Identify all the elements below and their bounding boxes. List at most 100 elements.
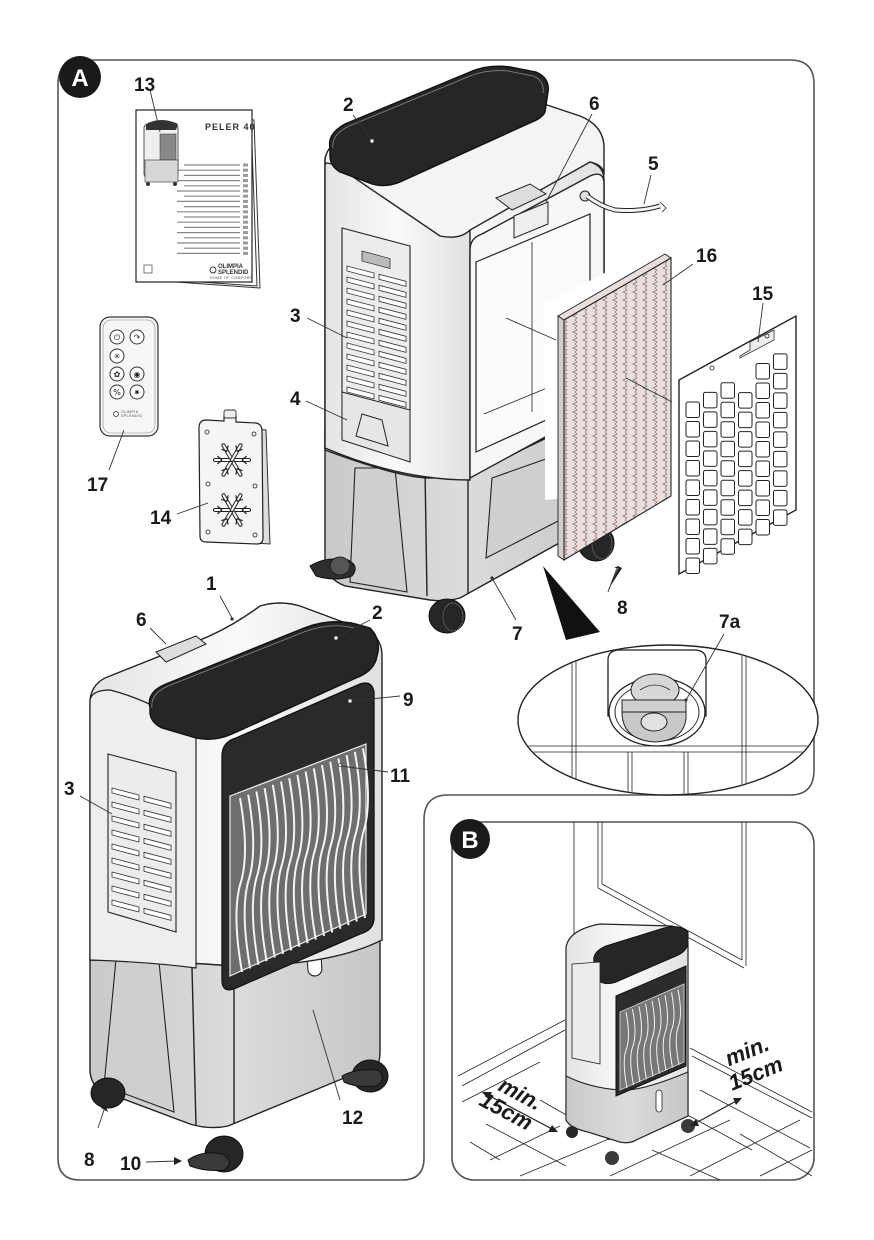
- grid-cell: [720, 499, 735, 516]
- vent-slat: [346, 331, 375, 345]
- vent-slat: [143, 865, 172, 879]
- clearance-left-label: min. 15cm: [476, 1072, 547, 1135]
- grid-cell: [703, 469, 718, 487]
- filter-grid-cells: [685, 353, 788, 574]
- panel-a-frame: [57, 59, 815, 1181]
- manual-language-list: [177, 163, 248, 255]
- vent-slat: [143, 893, 172, 907]
- vent-slat: [378, 394, 407, 408]
- callout-9: 9: [403, 690, 414, 711]
- mini-louvre-blade: [675, 989, 681, 1065]
- grid-cell: [773, 372, 788, 390]
- louvre-blade: [350, 751, 361, 922]
- grid-cell: [703, 547, 718, 565]
- remote-brand-line2: SPLENDID: [121, 414, 143, 418]
- grid-cell: [685, 460, 700, 477]
- grid-cell: [685, 440, 700, 457]
- vent-slat: [111, 787, 140, 801]
- mini-louvre-blade: [630, 1009, 636, 1086]
- louvre-blade: [333, 758, 345, 929]
- vent-slat: [143, 837, 172, 851]
- louvre-blade: [309, 768, 320, 940]
- louvre-blade: [243, 794, 255, 969]
- vent-slat: [143, 879, 172, 893]
- manual-brand-line2: SPLENDID: [218, 270, 249, 276]
- manual-model-title: PELER 40: [205, 122, 256, 132]
- ice-pack: [198, 409, 271, 545]
- vent-slat: [111, 871, 140, 885]
- grid-cell: [685, 518, 700, 535]
- vent-slat: [111, 899, 140, 913]
- mini-louvre-blade: [636, 1006, 642, 1083]
- vent-slat: [346, 353, 375, 367]
- manual-lang-code: [243, 163, 248, 167]
- louvre-blade: [235, 797, 246, 973]
- grid-cell: [703, 489, 718, 506]
- louvre-blades: [235, 748, 369, 973]
- callout-10: 10: [120, 1154, 141, 1175]
- vent-slat: [346, 364, 375, 378]
- vent-slat: [378, 361, 407, 375]
- manual-lang-code: [243, 251, 248, 255]
- grid-cell: [755, 382, 770, 399]
- vent-slat: [143, 907, 172, 921]
- vent-slat: [378, 372, 407, 386]
- grid-cell: [720, 440, 735, 458]
- grid-cell: [703, 528, 718, 545]
- manual-lang-code: [243, 189, 248, 193]
- mini-louvre-blade: [669, 992, 675, 1068]
- grid-cell: [738, 392, 753, 409]
- callout-16: 16: [696, 246, 717, 267]
- callout-7a: 7a: [719, 612, 741, 633]
- manual-lang-code: [243, 199, 248, 203]
- manual-lang-code: [243, 194, 248, 198]
- louvre-blade: [325, 761, 337, 933]
- remote-button: [129, 366, 145, 382]
- manual-lang-code: [243, 241, 248, 245]
- panel-b-label: B: [461, 827, 478, 854]
- grid-cell: [773, 450, 788, 468]
- callout-3-top: 3: [290, 306, 301, 327]
- callout-8-bottom: 8: [84, 1150, 95, 1171]
- manual-lang-code: [243, 184, 248, 188]
- grid-cell: [703, 391, 718, 409]
- vent-slat: [111, 885, 140, 899]
- grid-cell: [685, 479, 700, 496]
- grid-cell: [685, 421, 700, 438]
- mini-louvre-blade: [649, 1000, 655, 1077]
- cooling-icon: ✳: [114, 352, 121, 361]
- grid-cell: [738, 431, 753, 448]
- remote-control: ⏻↷✳✿◉%✷ OLIMPIA SPLENDID: [99, 316, 159, 437]
- snowflake-icon: [213, 443, 251, 477]
- grid-cell: [755, 402, 770, 419]
- vent-slat: [346, 265, 375, 279]
- vent-slat: [378, 306, 407, 320]
- manual-lang-code: [243, 246, 248, 250]
- grid-cell: [738, 509, 753, 526]
- settings-icon: ✷: [134, 388, 141, 397]
- callout-6-bottom: 6: [136, 610, 147, 631]
- grid-cell: [720, 460, 735, 477]
- mini-louvre-blade: [662, 995, 668, 1071]
- callout-5: 5: [648, 154, 659, 175]
- remote-button: [129, 329, 145, 345]
- manual-lang-code: [243, 231, 248, 235]
- grid-cell: [703, 430, 718, 448]
- mini-louvre-blade: [623, 1011, 629, 1089]
- vent-slat: [378, 273, 407, 287]
- grid-cell: [755, 519, 770, 536]
- grid-cell: [755, 363, 770, 380]
- grid-cell: [720, 518, 735, 536]
- snowflake-icon: [213, 493, 251, 527]
- grid-cell: [755, 499, 770, 516]
- remote-brand-line1: OLIMPIA: [121, 410, 139, 414]
- mini-louvre-blade: [643, 1003, 649, 1080]
- manual-lang-code: [243, 220, 248, 224]
- vent-slat: [111, 801, 140, 815]
- manual-brand-logo: OLIMPIA SPLENDID HOME OF COMFORT: [209, 264, 252, 280]
- vent-slat: [378, 339, 407, 353]
- manual-lang-code: [243, 179, 248, 183]
- zoom-pointer: [543, 566, 600, 640]
- remote-button: [129, 384, 145, 400]
- callout-2-top: 2: [343, 95, 354, 116]
